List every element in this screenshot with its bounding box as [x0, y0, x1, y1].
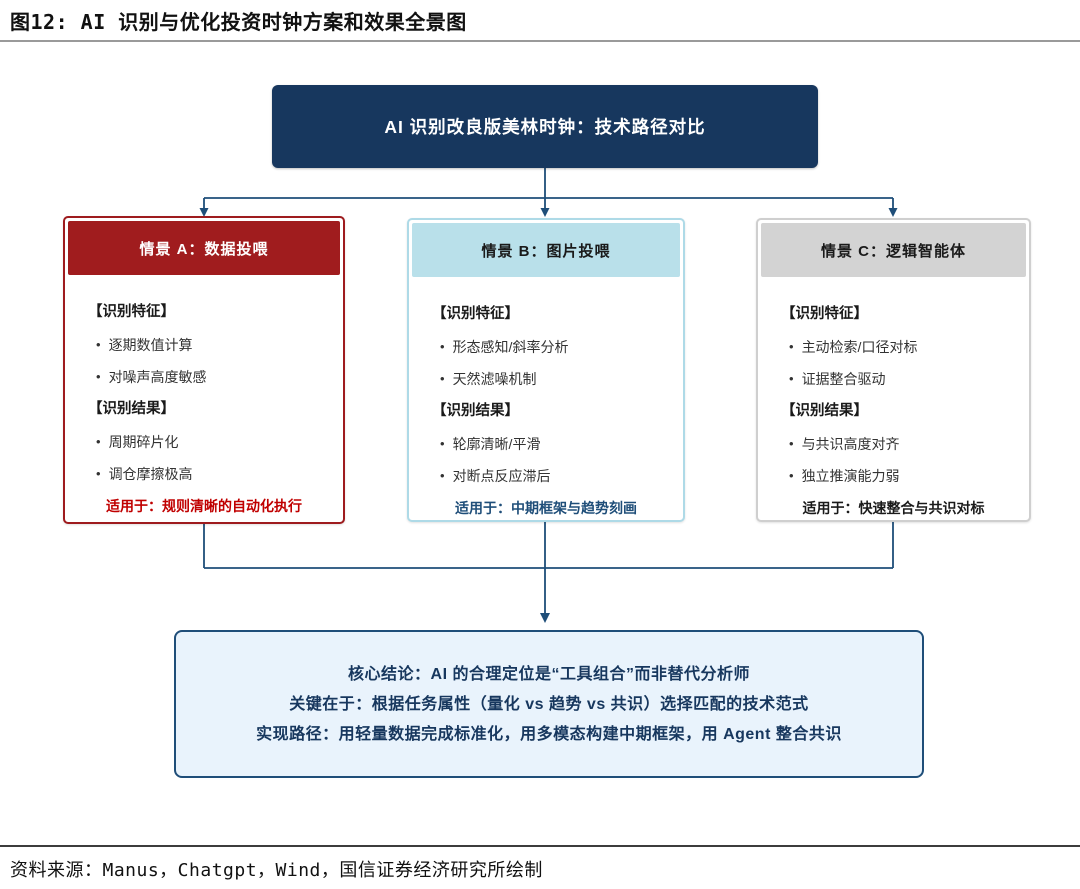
scenario-c-header: 情景 C：逻辑智能体	[761, 223, 1026, 277]
bullet-icon: •	[789, 436, 794, 451]
bullet-icon: •	[789, 371, 794, 386]
bullet-icon: •	[440, 339, 445, 354]
figure-title: 图12: AI 识别与优化投资时钟方案和效果全景图	[10, 10, 467, 34]
result-item: •对断点反应滞后	[440, 468, 551, 484]
results-label: 【识别结果】	[781, 403, 868, 419]
scenario-card-c: 情景 C：逻辑智能体 【识别特征】 •主动检索/口径对标 •证据整合驱动 【识别…	[756, 218, 1031, 522]
bullet-icon: •	[789, 468, 794, 483]
feature-item: •对噪声高度敏感	[96, 369, 207, 385]
top-title-box: AI 识别改良版美林时钟：技术路径对比	[272, 85, 818, 168]
scenario-a-title: 情景 A：数据投喂	[139, 240, 269, 258]
feature-item: •形态感知/斜率分析	[440, 339, 569, 355]
result-item: •周期碎片化	[96, 434, 179, 450]
source-divider	[0, 845, 1080, 847]
bullet-icon: •	[96, 369, 101, 384]
scenario-c-body: 【识别特征】 •主动检索/口径对标 •证据整合驱动 【识别结果】 •与共识高度对…	[761, 277, 1026, 517]
scenario-b-header: 情景 B：图片投喂	[412, 223, 680, 277]
bullet-icon: •	[440, 468, 445, 483]
source-note: 资料来源：Manus，Chatgpt，Wind，国信证券经济研究所绘制	[10, 860, 543, 881]
top-title-text: AI 识别改良版美林时钟：技术路径对比	[384, 117, 706, 137]
feature-item: •主动检索/口径对标	[789, 339, 918, 355]
result-item: •独立推演能力弱	[789, 468, 900, 484]
bullet-icon: •	[96, 434, 101, 449]
feature-item: •证据整合驱动	[789, 371, 886, 387]
features-label: 【识别特征】	[781, 306, 868, 322]
scenario-a-body: 【识别特征】 •逐期数值计算 •对噪声高度敏感 【识别结果】 •周期碎片化 •调…	[68, 275, 340, 515]
bullet-icon: •	[96, 337, 101, 352]
bullet-icon: •	[96, 466, 101, 481]
feature-item: •天然滤噪机制	[440, 371, 537, 387]
bullet-icon: •	[789, 339, 794, 354]
title-divider	[0, 40, 1080, 42]
scenario-b-title: 情景 B：图片投喂	[481, 242, 611, 260]
feature-item: •逐期数值计算	[96, 337, 193, 353]
results-label: 【识别结果】	[432, 403, 519, 419]
result-item: •轮廓清晰/平滑	[440, 436, 541, 452]
suitable-note: 适用于：规则清晰的自动化执行	[106, 498, 302, 514]
scenario-a-header: 情景 A：数据投喂	[68, 221, 340, 275]
results-label: 【识别结果】	[88, 401, 175, 417]
scenario-card-b: 情景 B：图片投喂 【识别特征】 •形态感知/斜率分析 •天然滤噪机制 【识别结…	[407, 218, 685, 522]
suitable-note: 适用于：中期框架与趋势刻画	[455, 500, 637, 516]
features-label: 【识别特征】	[88, 304, 175, 320]
conclusion-line-1: 核心结论：AI 的合理定位是“工具组合”而非替代分析师	[348, 665, 750, 683]
result-item: •与共识高度对齐	[789, 436, 900, 452]
result-item: •调仓摩擦极高	[96, 466, 193, 482]
bullet-icon: •	[440, 371, 445, 386]
scenario-card-a: 情景 A：数据投喂 【识别特征】 •逐期数值计算 •对噪声高度敏感 【识别结果】…	[63, 216, 345, 524]
scenario-c-title: 情景 C：逻辑智能体	[820, 242, 966, 260]
suitable-note: 适用于：快速整合与共识对标	[802, 500, 985, 516]
conclusion-box: 核心结论：AI 的合理定位是“工具组合”而非替代分析师 关键在于：根据任务属性（…	[174, 630, 924, 778]
conclusion-line-2: 关键在于：根据任务属性（量化 vs 趋势 vs 共识）选择匹配的技术范式	[289, 695, 809, 713]
scenario-b-body: 【识别特征】 •形态感知/斜率分析 •天然滤噪机制 【识别结果】 •轮廓清晰/平…	[412, 277, 680, 517]
conclusion-line-3: 实现路径：用轻量数据完成标准化，用多模态构建中期框架，用 Agent 整合共识	[256, 725, 842, 743]
bullet-icon: •	[440, 436, 445, 451]
features-label: 【识别特征】	[432, 306, 519, 322]
